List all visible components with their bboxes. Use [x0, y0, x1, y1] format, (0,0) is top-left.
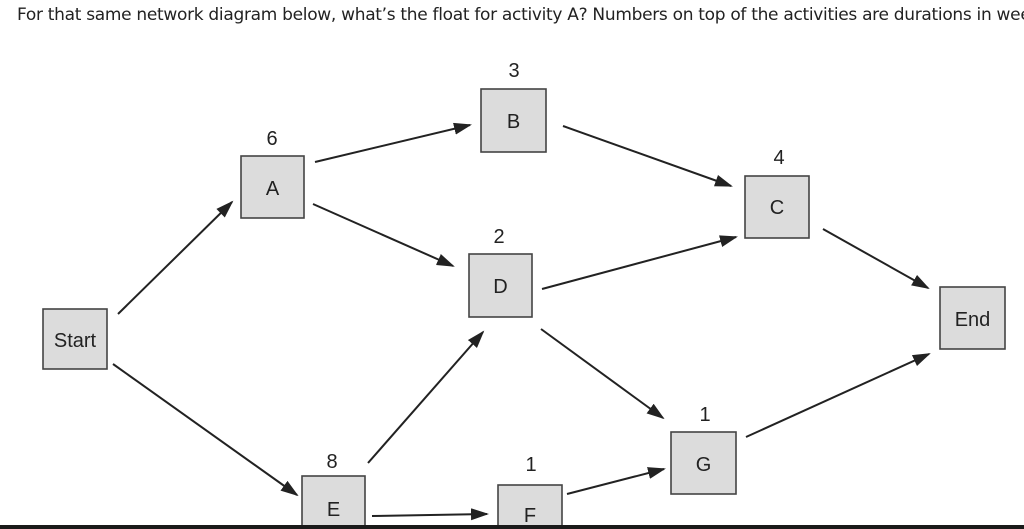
- node-f: F 1: [497, 454, 563, 529]
- question-text: For that same network diagram below, wha…: [17, 5, 1024, 25]
- node-b-duration: 3: [508, 60, 519, 82]
- node-a: A 6: [240, 128, 305, 219]
- edge-a-d: [312, 203, 455, 267]
- edge-start-e: [112, 363, 299, 497]
- node-f-duration: 1: [525, 454, 536, 476]
- node-f-label: F: [524, 505, 536, 527]
- node-c-label: C: [770, 197, 784, 219]
- edge-e-f: [371, 508, 489, 521]
- node-g: G 1: [670, 404, 737, 495]
- edges: [112, 122, 931, 521]
- node-d: D 2: [468, 226, 533, 318]
- node-b-label: B: [507, 111, 520, 133]
- node-a-label: A: [266, 178, 280, 200]
- edge-e-d: [367, 330, 485, 464]
- edge-f-g: [566, 467, 666, 495]
- edge-c-end: [822, 228, 930, 289]
- node-e-label: E: [327, 499, 340, 521]
- edge-start-a: [117, 200, 234, 315]
- edge-g-end: [745, 353, 931, 438]
- node-start-label: Start: [54, 330, 97, 352]
- node-e: E 8: [301, 451, 366, 529]
- edge-d-c: [541, 235, 738, 290]
- node-end-label: End: [955, 309, 991, 331]
- node-g-label: G: [696, 454, 712, 476]
- node-g-duration: 1: [699, 404, 710, 426]
- node-d-label: D: [493, 276, 507, 298]
- bottom-border: [0, 525, 1024, 529]
- node-b: B 3: [480, 60, 547, 153]
- node-e-duration: 8: [326, 451, 337, 473]
- node-c-duration: 4: [773, 147, 784, 169]
- edge-b-c: [562, 125, 733, 187]
- node-start: Start: [42, 308, 108, 370]
- node-c: C 4: [744, 147, 810, 239]
- edge-a-b: [314, 122, 472, 163]
- node-a-duration: 6: [266, 128, 277, 150]
- node-d-duration: 2: [493, 226, 504, 248]
- edge-d-g: [540, 328, 665, 420]
- node-end: End: [939, 286, 1006, 350]
